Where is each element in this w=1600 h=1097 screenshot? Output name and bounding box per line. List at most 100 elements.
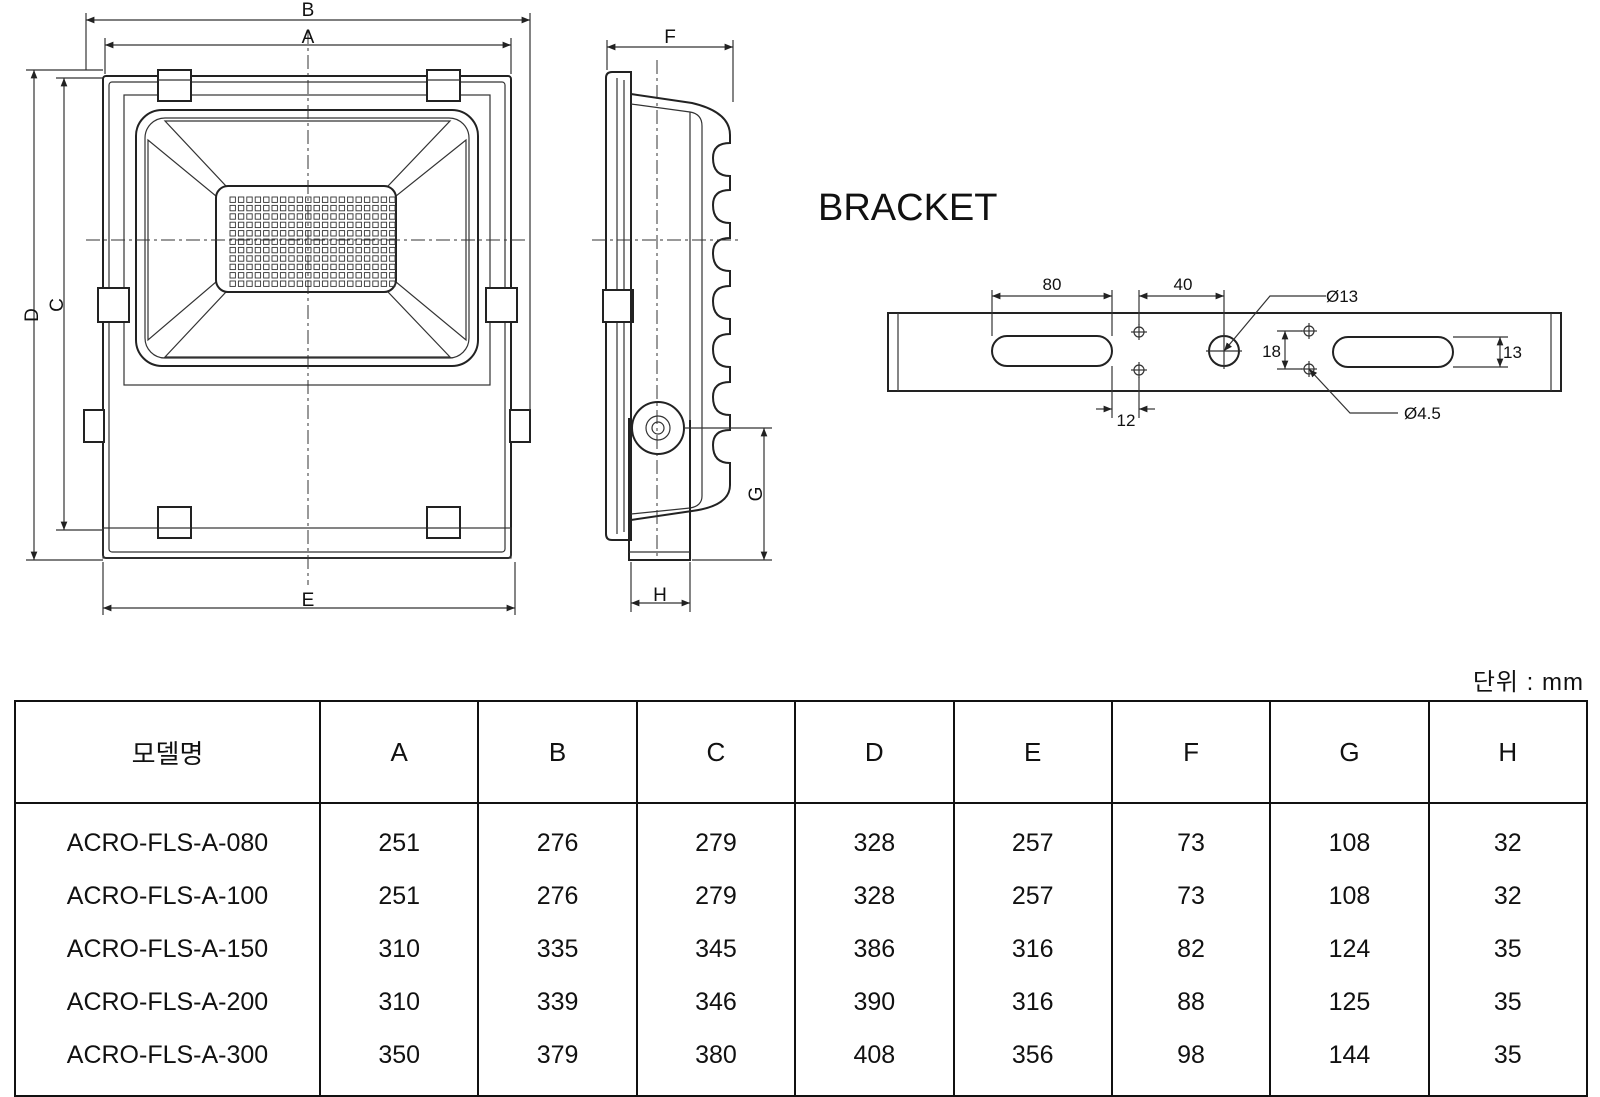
led-chip [330, 263, 337, 271]
led-chip [363, 280, 371, 287]
led-chip [330, 196, 337, 203]
led-chip [330, 246, 337, 254]
led-chip [313, 230, 320, 237]
led-chip [338, 263, 346, 271]
cell: 276 [478, 803, 638, 870]
led-chip [389, 238, 396, 245]
led-chip [254, 204, 262, 212]
led-chip [229, 246, 236, 254]
led-chip [279, 263, 287, 271]
led-chip [271, 246, 278, 254]
led-chip [263, 246, 270, 254]
header-h: H [1428, 701, 1589, 804]
led-chip [254, 280, 262, 287]
cell: 35 [1428, 923, 1589, 976]
led-chip [246, 280, 253, 287]
led-chip [363, 221, 371, 229]
led-chip [271, 230, 278, 237]
dim-label-g: G [746, 487, 767, 502]
led-chip [355, 246, 362, 254]
led-chip [313, 238, 320, 245]
led-chip [313, 196, 320, 203]
cell: 328 [795, 803, 955, 870]
led-chip [237, 272, 245, 279]
led-chip [347, 280, 354, 287]
cell: 82 [1111, 923, 1272, 976]
cell: 346 [636, 976, 797, 1029]
led-chip [246, 263, 253, 271]
led-chip [355, 204, 362, 212]
led-chip [330, 204, 337, 212]
led-chip [237, 230, 245, 237]
led-chip [380, 255, 388, 262]
led-chip [372, 263, 379, 271]
header-d: D [795, 701, 955, 804]
led-chip [313, 272, 320, 279]
led-chip [389, 255, 396, 262]
cell: 279 [636, 870, 797, 923]
header-f: F [1111, 701, 1272, 804]
led-chip [389, 213, 396, 220]
led-chip [389, 280, 396, 287]
led-chip [380, 238, 388, 245]
led-chip [305, 196, 312, 203]
led-chip [288, 246, 295, 254]
led-chip [347, 204, 354, 212]
led-chip [363, 238, 371, 245]
led-chip [305, 246, 312, 254]
led-chip [229, 204, 236, 212]
led-chip [229, 213, 236, 220]
led-chip [246, 221, 253, 229]
bracket-dim-80: 80 [1043, 275, 1062, 294]
cell-model: ACRO-FLS-A-200 [15, 976, 321, 1029]
led-chip [254, 255, 262, 262]
led-chip [246, 213, 253, 220]
led-chip [296, 263, 304, 271]
led-chip [347, 263, 354, 271]
led-chip [296, 246, 304, 254]
cell: 144 [1270, 1029, 1430, 1096]
bracket-hole-4-5: Ø4.5 [1404, 404, 1441, 423]
led-chip [313, 221, 320, 229]
led-chip [246, 272, 253, 279]
cell: 124 [1270, 923, 1430, 976]
led-chip [363, 213, 371, 220]
led-chip [347, 196, 354, 203]
led-chip [263, 255, 270, 262]
cell: 108 [1270, 870, 1430, 923]
header-model: 모델명 [15, 701, 321, 804]
led-chip [355, 280, 362, 287]
cell: 108 [1270, 803, 1430, 870]
led-chip [338, 221, 346, 229]
table-header-row: 모델명 A B C D E F G H [15, 701, 1589, 804]
led-chip [321, 246, 329, 254]
cell: 310 [320, 976, 480, 1029]
unit-label: 단위 : mm [1472, 669, 1584, 696]
led-chip [321, 272, 329, 279]
led-chip [237, 204, 245, 212]
cell: 339 [478, 976, 638, 1029]
led-chip [338, 196, 346, 203]
led-chip [229, 255, 236, 262]
cell-model: ACRO-FLS-A-150 [15, 923, 321, 976]
led-chip [254, 221, 262, 229]
led-chip [288, 255, 295, 262]
led-chip [263, 238, 270, 245]
led-chip [229, 230, 236, 237]
led-chip [237, 280, 245, 287]
led-chip [347, 238, 354, 245]
led-chip [321, 230, 329, 237]
led-chip [347, 255, 354, 262]
led-chip [271, 280, 278, 287]
led-chip [271, 221, 278, 229]
led-chip [263, 280, 270, 287]
cell: 251 [320, 803, 480, 870]
header-e: E [953, 701, 1113, 804]
dim-label-b: B [302, 0, 315, 21]
dim-label-a: A [302, 27, 315, 48]
led-chip [237, 213, 245, 220]
led-chip [288, 263, 295, 271]
led-chip [288, 272, 295, 279]
led-chip [321, 221, 329, 229]
led-chip [296, 272, 304, 279]
